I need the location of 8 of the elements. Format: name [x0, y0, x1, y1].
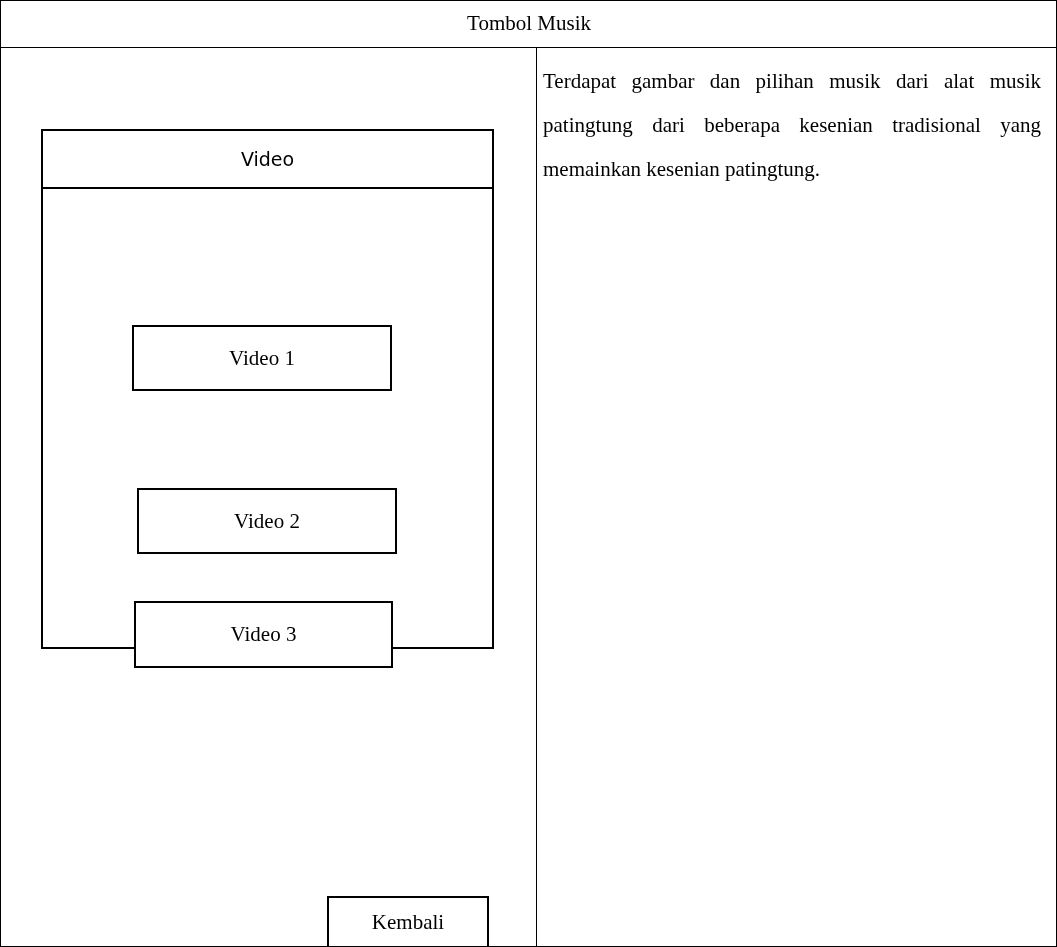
- panel-title: Video: [43, 131, 492, 189]
- video-button: Video 3: [134, 601, 393, 668]
- back-button: Kembali: [327, 896, 489, 947]
- description-text: Terdapat gambar dan pilihan musik dari alat musik patingtung dari beberapa kesenian tradisional yang memainkan kesenian patingtung.: [543, 68, 1041, 183]
- video-button: Video 1: [132, 325, 392, 391]
- video-button: Video 2: [137, 488, 397, 554]
- table-heading: Tombol Musik: [466, 11, 592, 36]
- video-panel: [41, 129, 494, 649]
